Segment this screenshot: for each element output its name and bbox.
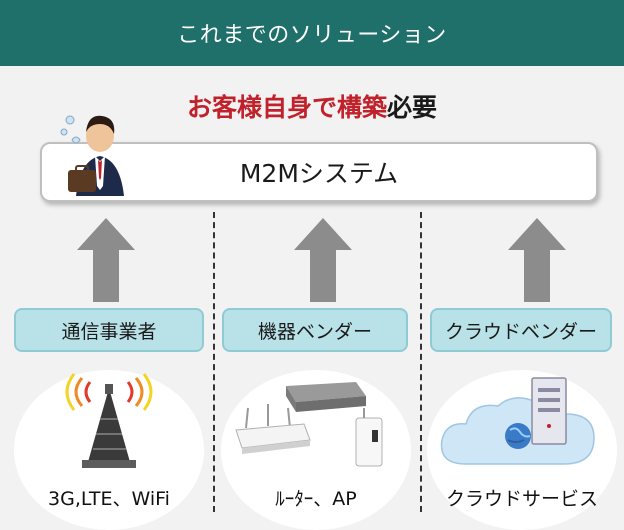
column-divider bbox=[420, 212, 422, 512]
carrier-caption: 3G,LTE、WiFi bbox=[48, 488, 170, 510]
up-arrow-icon bbox=[294, 218, 352, 302]
vendor-label-equipment: 機器ベンダー bbox=[222, 308, 408, 352]
vendor-label-cloud: クラウドベンダー bbox=[430, 308, 612, 352]
vendor-label-text: 通信事業者 bbox=[61, 320, 157, 343]
vendor-label-carrier: 通信事業者 bbox=[14, 308, 204, 352]
cloud-server-icon bbox=[440, 377, 595, 465]
worried-businessman-icon bbox=[60, 115, 124, 196]
up-arrow-icon bbox=[77, 218, 135, 302]
m2m-system-box: M2Mシステム bbox=[40, 142, 598, 202]
router-devices-icon bbox=[235, 382, 383, 467]
system-label: M2Mシステム bbox=[239, 159, 399, 188]
headline-rest: 必要 bbox=[387, 93, 438, 122]
vendor-label-text: クラウドベンダー bbox=[444, 320, 597, 343]
cloud-caption: クラウドサービス bbox=[445, 488, 598, 510]
headline: お客様自身で構築必要 bbox=[0, 88, 624, 124]
header-bar: これまでのソリューション bbox=[0, 0, 624, 66]
up-arrow-icon bbox=[508, 218, 566, 302]
cell-tower-icon bbox=[65, 373, 153, 468]
column-divider bbox=[213, 212, 215, 512]
header-title: これまでのソリューション bbox=[177, 23, 447, 48]
equipment-caption: ﾙｰﾀｰ、AP bbox=[275, 488, 357, 510]
vendor-label-text: 機器ベンダー bbox=[257, 320, 372, 343]
headline-emphasis: お客様自身で構築 bbox=[186, 93, 387, 122]
